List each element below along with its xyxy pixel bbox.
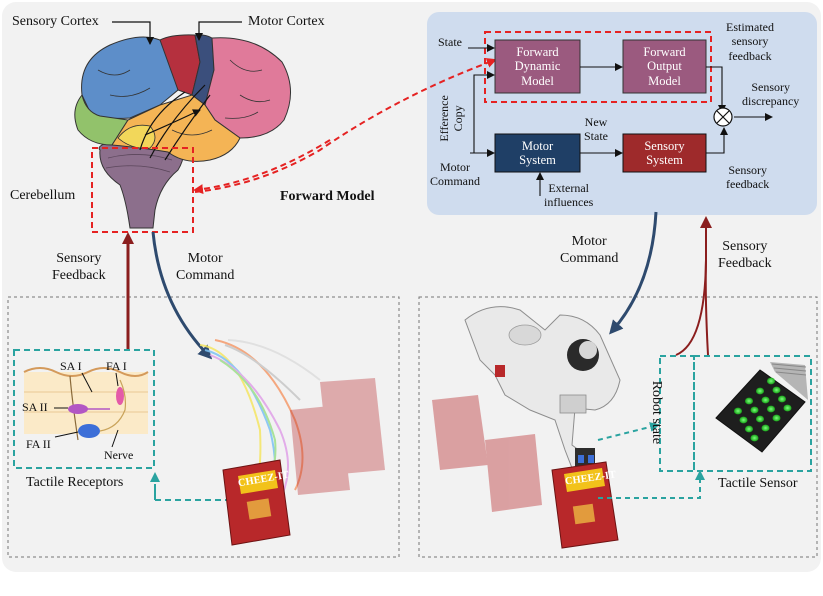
external-influences-label: External influences — [544, 181, 594, 210]
cerebellum-label: Cerebellum — [10, 188, 76, 203]
cracker-box-right — [551, 461, 619, 549]
estimated-feedback-label: Estimated sensory feedback — [726, 20, 774, 63]
sensor-led — [756, 387, 764, 395]
sensor-led — [767, 405, 775, 413]
sensory-discrepancy-label: Sensory discrepancy — [742, 80, 800, 109]
sensory-system-text: Sensory System — [644, 138, 685, 167]
tactile-receptors-caption: Tactile Receptors — [26, 475, 124, 490]
sensor-led — [783, 404, 792, 412]
robot-state-label: Robot state — [649, 380, 665, 445]
left-lower-panel — [7, 296, 400, 558]
fa2-label: FA II — [26, 437, 51, 451]
sensor-led — [756, 415, 764, 423]
tactile-sensor-label: Tactile Sensor — [718, 476, 798, 491]
tactile-receptors-box — [13, 349, 155, 469]
motor-cortex-label: Motor Cortex — [248, 14, 325, 29]
sensor-led — [745, 425, 753, 433]
cracker-box-left — [222, 459, 291, 546]
nerve-label: Nerve — [104, 448, 134, 462]
state-label: State — [438, 35, 462, 49]
brain-illustration — [74, 34, 291, 229]
motor-command-arrow-left — [151, 231, 213, 360]
efference-copy-label: Efference Copy — [436, 95, 466, 142]
sensor-led — [745, 397, 753, 405]
cerebellum-highlight-box — [91, 147, 194, 233]
hand-nerves-illustration — [199, 339, 321, 499]
left-sensory-feedback-label: Sensory Feedback — [52, 251, 106, 283]
sa1-label: SA I — [60, 359, 82, 373]
motor-system-text: Motor System — [519, 138, 556, 167]
right-motor-command-label: Motor Command — [560, 234, 619, 266]
motor-cortex-pointer — [195, 21, 242, 41]
new-state-label: New State — [584, 115, 608, 144]
forward-dynamic-model-block — [494, 39, 581, 94]
sa2-label: SA II — [22, 400, 48, 414]
skin-illustration — [23, 367, 149, 441]
sensor-led — [767, 377, 775, 385]
sensor-led — [739, 416, 748, 424]
right-lower-panel — [418, 296, 818, 558]
motor-command-arrow-right — [609, 211, 658, 335]
sensor-led — [772, 386, 781, 394]
sensor-led — [750, 434, 759, 442]
right-sensory-feedback-label: Sensory Feedback — [718, 239, 772, 271]
block-sensory-feedback-label: Sensory feedback — [726, 163, 770, 192]
forward-model-link — [194, 58, 497, 193]
sensor-led — [761, 424, 770, 432]
forward-output-model-text: Forward Output Model — [643, 44, 686, 88]
left-motor-command-label: Motor Command — [176, 251, 235, 283]
robot-state-box — [659, 355, 695, 472]
comparator-symbol — [713, 107, 733, 127]
sensor-led — [778, 395, 786, 403]
sensor-led — [761, 396, 770, 404]
tactile-sensor-box — [693, 355, 812, 472]
forward-output-model-block — [622, 39, 707, 94]
forward-dynamic-model-text: Forward Dynamic Model — [514, 44, 561, 88]
block-motor-command-label: Motor Command — [430, 160, 480, 189]
fa1-label: FA I — [106, 359, 127, 373]
sensory-cortex-label: Sensory Cortex — [12, 14, 99, 29]
sensor-led — [750, 406, 759, 414]
robot-arm-illustration — [464, 306, 621, 471]
sensor-led — [734, 407, 742, 415]
tactile-sensor-pad — [715, 362, 808, 453]
sensor-led — [772, 414, 781, 422]
forward-model-label: Forward Model — [280, 189, 375, 204]
sensor-led-grid — [734, 377, 792, 442]
ghost-cracker-boxes-right — [432, 395, 542, 512]
sensory-cortex-pointer — [112, 21, 154, 45]
ghost-cracker-boxes-left — [290, 378, 385, 495]
sensory-system-block — [622, 133, 707, 173]
